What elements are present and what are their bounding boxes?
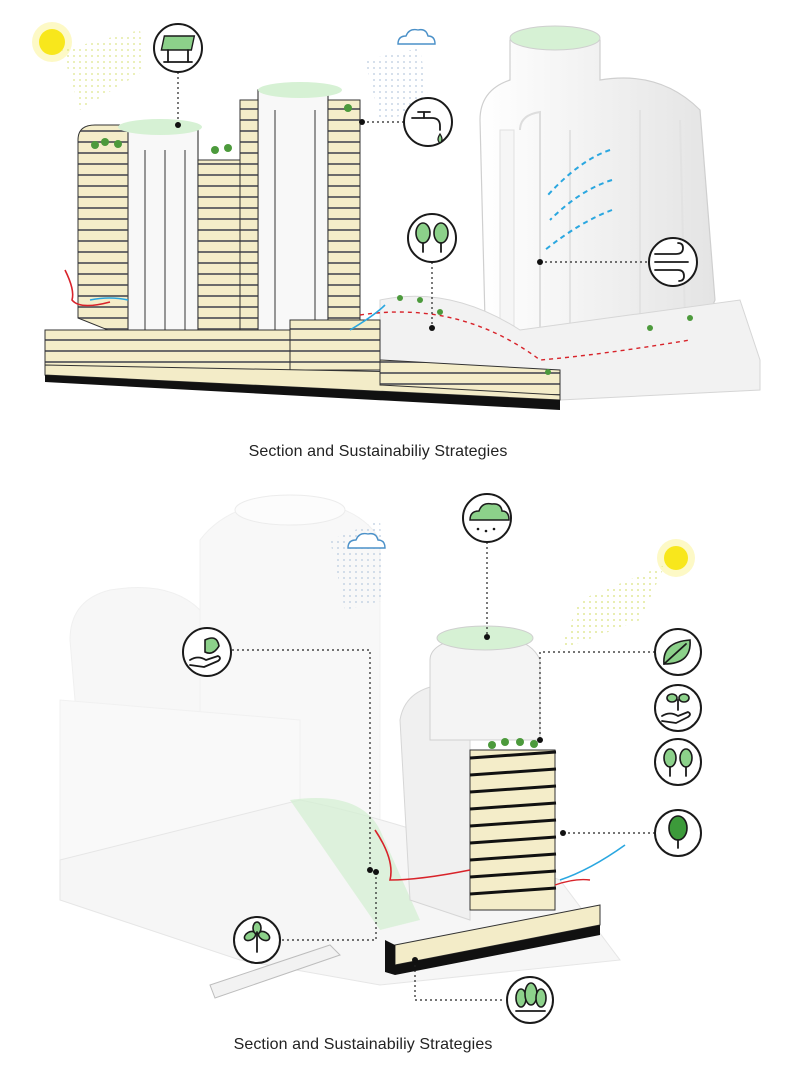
residential-tower-foreground: [399, 625, 557, 921]
plant-in-hand-icon: [654, 684, 702, 732]
leader-dot-leaf: [537, 737, 543, 743]
leader-dot-forest: [412, 957, 418, 963]
cloud-icon: [397, 28, 436, 45]
leader-dot-leaf-hand: [367, 867, 373, 873]
warm-air-exhaust-bottom: [554, 878, 591, 886]
warm-air-path-left: [64, 269, 111, 307]
podium-section: [44, 319, 561, 410]
warm-air-path-podium: [359, 311, 691, 361]
wind-icon: [648, 237, 698, 287]
leaf-icon: [654, 628, 702, 676]
rooftop-greenery: [91, 104, 693, 375]
pedestrian-bridge: [209, 944, 341, 999]
leader-dot-rain: [484, 634, 490, 640]
trees-icon: [407, 213, 457, 263]
section-illustration-top: [32, 22, 761, 410]
stack-effect-arrows: [144, 110, 316, 360]
leader-leaf: [539, 651, 655, 740]
leader-dot-wind: [537, 259, 543, 265]
plant-icon: [233, 916, 281, 964]
caption-bottom: Section and Sustainabiliy Strategies: [233, 1036, 493, 1053]
cool-air-path-bottom: [559, 844, 626, 881]
leader-dot-solar: [175, 122, 181, 128]
sunlight-rays: [62, 30, 145, 110]
sun-icon: [32, 22, 72, 62]
caption-top: Section and Sustainabiliy Strategies: [248, 443, 508, 460]
tree-icon: [654, 809, 702, 857]
section-diagram-top: Section and Sustainabiliy Strategies: [0, 0, 800, 480]
trees-icon: [654, 738, 702, 786]
leader-leaf-hand: [232, 649, 371, 870]
warm-air-path-bottom: [374, 829, 471, 881]
leaf-in-hand-icon: [182, 627, 232, 677]
section-diagram-bottom: Section and Sustainabiliy Strategies: [0, 490, 800, 1067]
leader-dot-plant: [373, 869, 379, 875]
leader-forest: [414, 960, 505, 1001]
podium-section-bottom: [385, 904, 601, 975]
tower-greenery: [488, 738, 538, 749]
sunlight-rays-bottom: [560, 565, 665, 650]
cool-air-path-podium: [349, 304, 386, 331]
leader-dot-tree: [560, 830, 566, 836]
rain-cloud-icon: [462, 493, 512, 543]
sun-icon: [657, 539, 695, 577]
cool-air-path-left: [89, 297, 129, 301]
green-ramp: [290, 798, 420, 930]
cloud-icon: [347, 532, 386, 549]
water-tap-icon: [403, 97, 453, 147]
leader-dot-water: [359, 119, 365, 125]
forest-icon: [506, 976, 554, 1024]
leader-plant: [282, 872, 377, 941]
section-illustration-bottom: [59, 493, 702, 1024]
wind-flow-arrows: [544, 149, 613, 251]
leader-dot-trees: [429, 325, 435, 331]
solar-panel-icon: [153, 23, 203, 73]
tower-middle-section: [239, 82, 361, 371]
